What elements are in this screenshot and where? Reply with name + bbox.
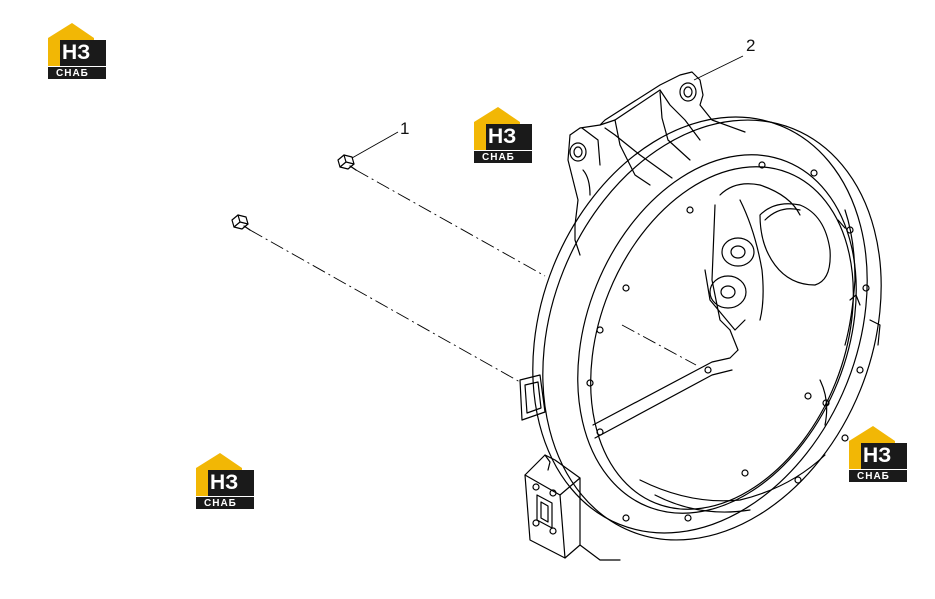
side-window [519, 374, 546, 421]
logo-graphic [196, 453, 254, 509]
logo-mark: НЗ [62, 41, 91, 64]
logo-mark: НЗ [488, 125, 517, 148]
leader-line-part1 [351, 131, 399, 159]
watermark-logo: НЗ СНАБ [847, 425, 909, 483]
logo-graphic [849, 426, 907, 482]
leader-line-part2 [693, 55, 744, 81]
logo-mark: НЗ [863, 444, 892, 467]
logo-graphic [474, 107, 532, 163]
flange-bolt-holes [586, 161, 870, 522]
lower-contour [639, 319, 881, 513]
assembly-axis-lines [249, 169, 697, 383]
bolt-upper [337, 154, 357, 171]
cross-strut [592, 329, 739, 439]
leader-lines [351, 55, 744, 159]
bottom-mount-pad [524, 454, 621, 561]
callout-part-2: 2 [746, 36, 756, 55]
logo-caption: СНАБ [204, 498, 237, 509]
logo-caption: СНАБ [56, 68, 89, 79]
watermark-logo: НЗ СНАБ [46, 22, 108, 80]
logo-caption: СНАБ [857, 471, 890, 482]
logo-caption: СНАБ [482, 152, 515, 163]
logo-graphic [48, 23, 106, 79]
housing-outer-ring [532, 116, 882, 541]
watermark-logo: НЗ СНАБ [472, 106, 534, 164]
top-bracket [567, 71, 746, 256]
logo-mark: НЗ [210, 471, 239, 494]
inner-casting [704, 183, 861, 346]
watermark-logo: НЗ СНАБ [194, 452, 256, 510]
callout-part-1: 1 [400, 119, 410, 138]
bolt-lower [231, 214, 251, 231]
